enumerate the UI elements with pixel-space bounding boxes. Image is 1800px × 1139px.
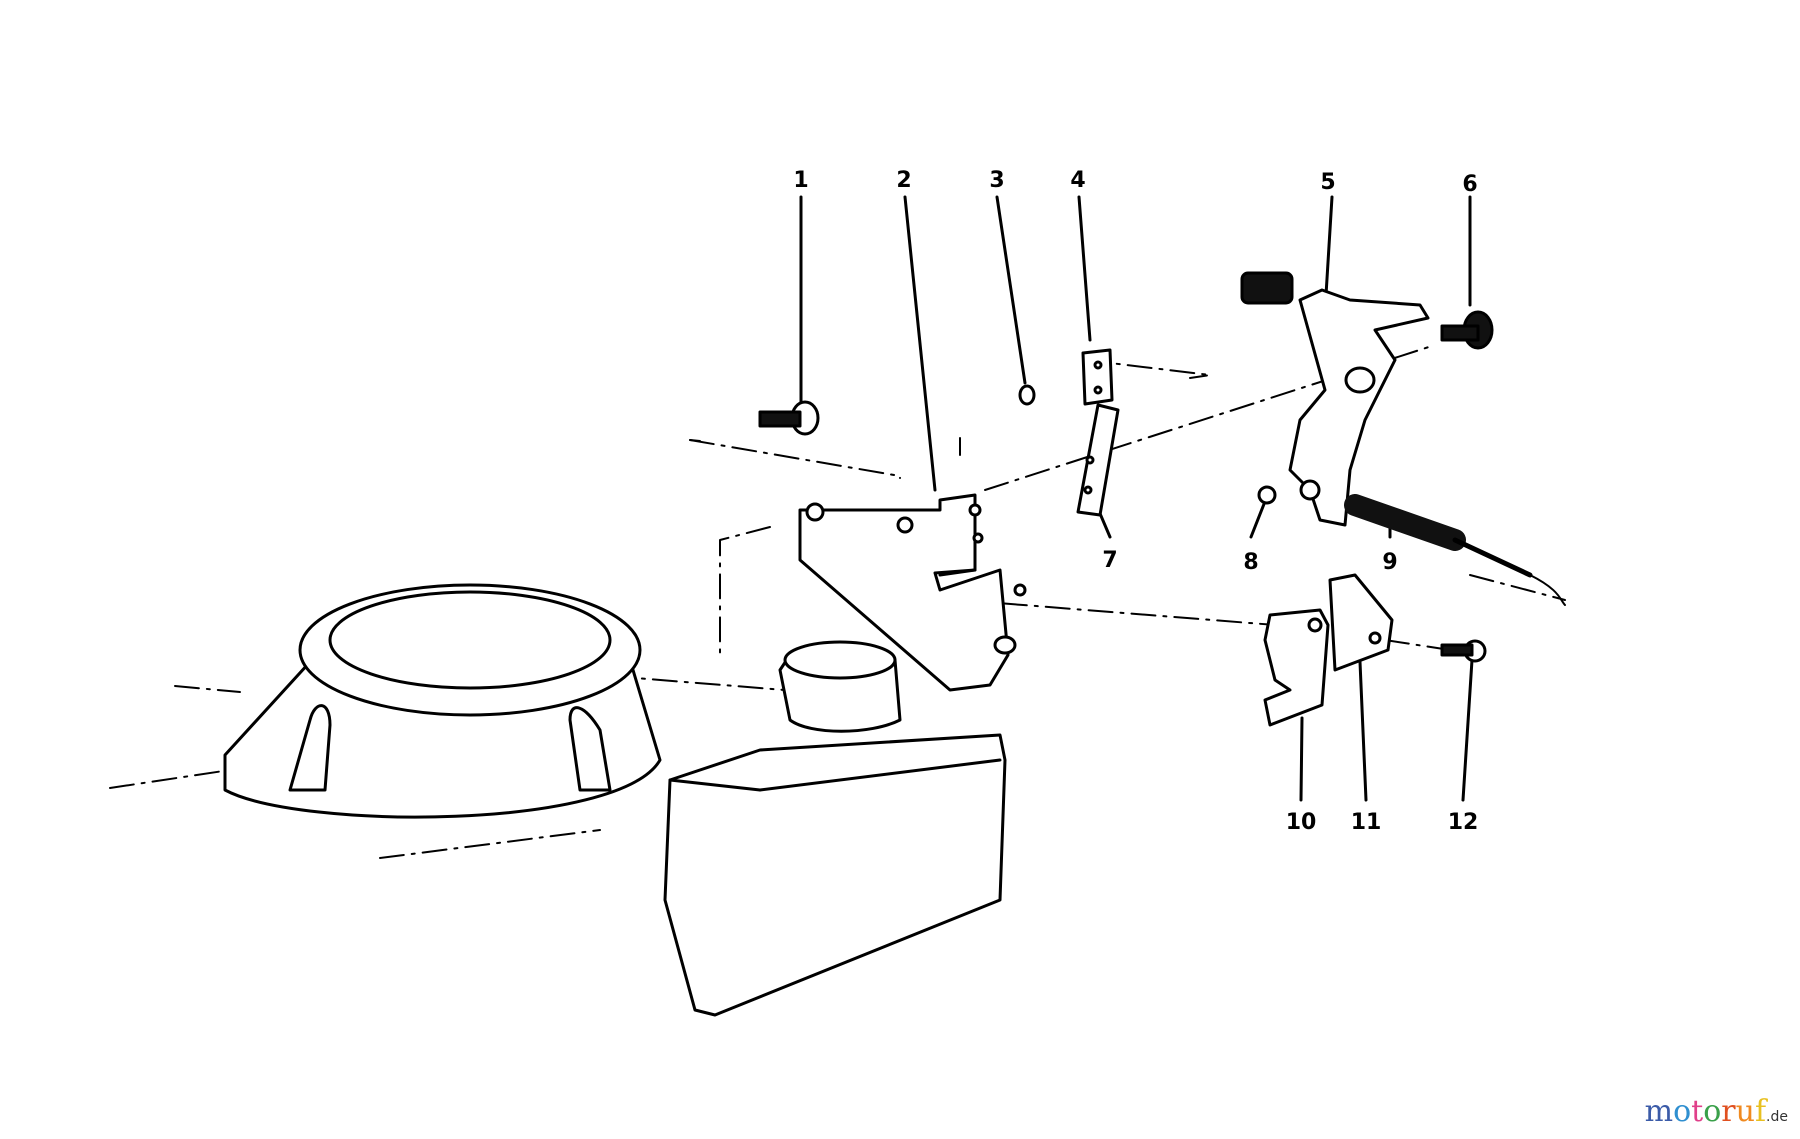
logo-letter: u <box>1735 1094 1755 1129</box>
motoruf-watermark-logo: motoruf.de <box>1645 1094 1788 1129</box>
logo-letter: o <box>1703 1094 1722 1129</box>
part-3-screw <box>1018 384 1036 406</box>
part-4-clip <box>1081 348 1114 406</box>
part-7-link <box>1076 403 1120 517</box>
fuel-tank <box>663 640 1007 1017</box>
part-8-ball <box>1257 485 1277 505</box>
part-11-plate <box>1328 573 1394 672</box>
callout-9: 9 <box>1382 550 1398 575</box>
logo-letter: t <box>1691 1094 1704 1129</box>
part-10-clamp <box>1263 608 1330 727</box>
engine-blower-housing <box>223 583 662 819</box>
logo-letter: m <box>1644 1094 1674 1129</box>
part-1-screw <box>758 400 820 436</box>
part-6-screw <box>1440 310 1494 350</box>
leader-lines <box>799 195 1474 802</box>
callout-3: 3 <box>989 168 1005 193</box>
logo-tld: .de <box>1766 1109 1788 1125</box>
logo-letter: f <box>1754 1094 1767 1129</box>
callout-1: 1 <box>793 168 809 193</box>
part-9-cable-spring <box>1344 494 1566 606</box>
part-5-throttle-lever <box>1240 271 1430 527</box>
callout-5: 5 <box>1320 170 1336 195</box>
callout-11: 11 <box>1350 810 1382 835</box>
callout-4: 4 <box>1070 168 1086 193</box>
callout-8: 8 <box>1243 550 1259 575</box>
part-12-screw <box>1440 639 1487 663</box>
logo-letter: r <box>1721 1094 1736 1129</box>
callout-10: 10 <box>1285 810 1317 835</box>
callout-7: 7 <box>1102 548 1118 573</box>
part-2-bracket <box>798 493 1027 692</box>
callout-6: 6 <box>1462 172 1478 197</box>
callout-12: 12 <box>1447 810 1479 835</box>
callout-2: 2 <box>896 168 912 193</box>
logo-letter: o <box>1673 1094 1692 1129</box>
